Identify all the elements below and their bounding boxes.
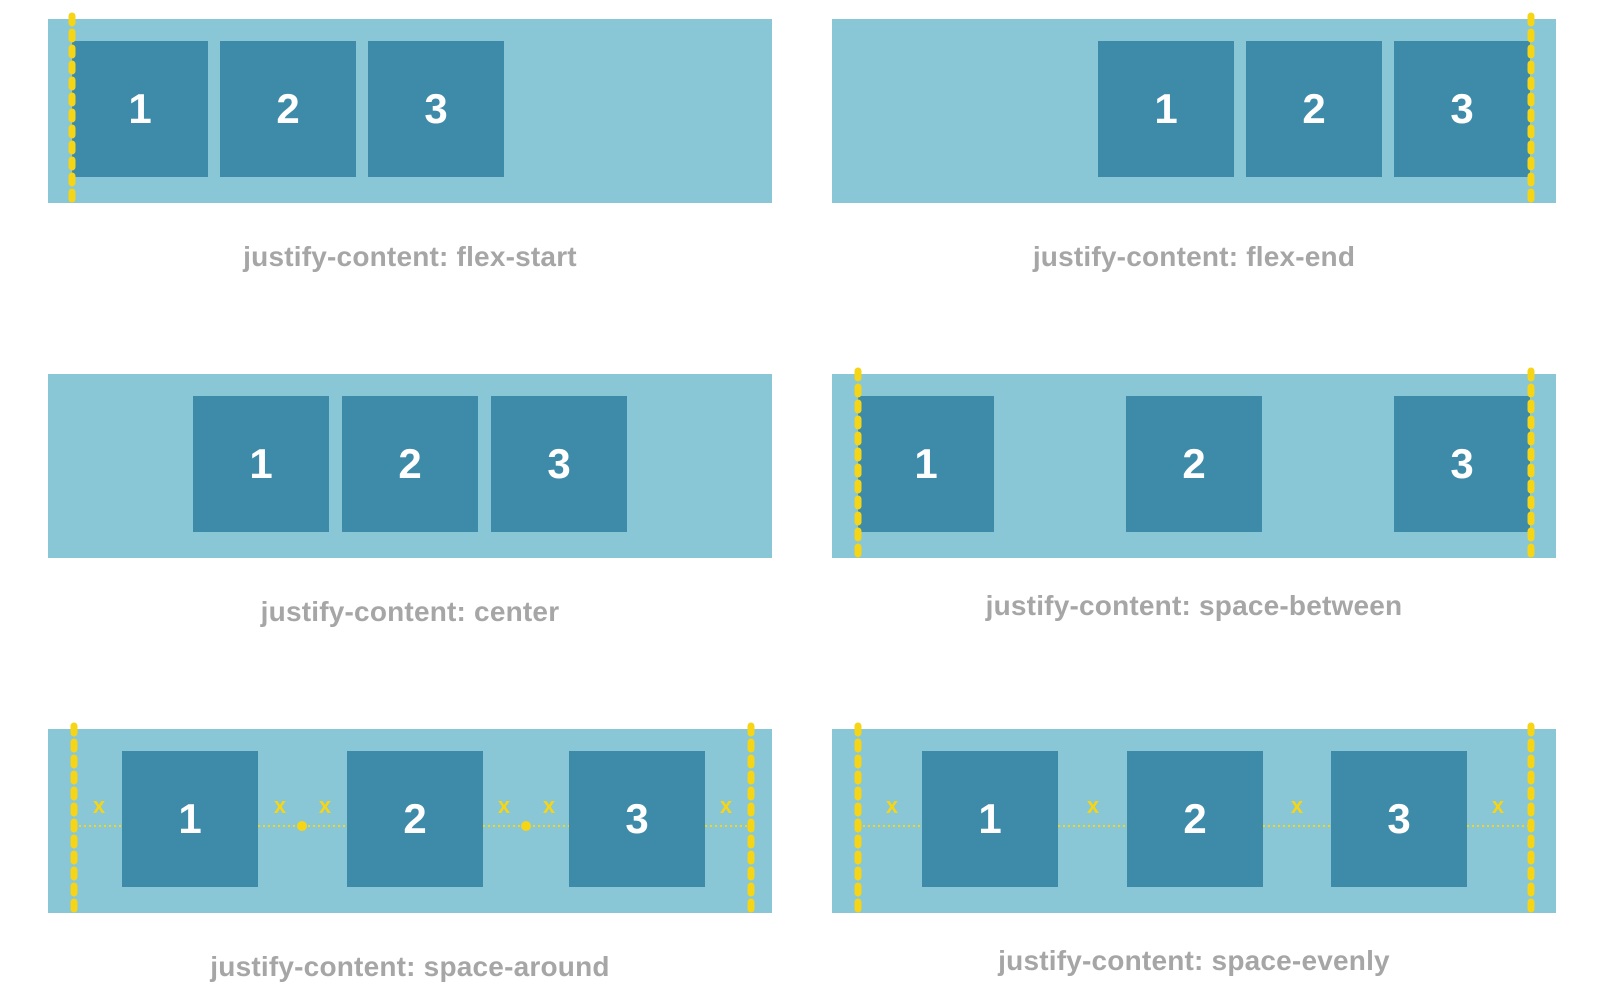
main-end-guide: [1527, 722, 1535, 920]
flex-container: 1 2 3: [832, 729, 1556, 913]
main-end-guide: [1527, 12, 1535, 210]
flex-container: 1 2 3: [48, 729, 772, 913]
flex-container: 1 2 3: [48, 19, 772, 203]
flex-item: 1: [72, 41, 208, 177]
flex-item: 3: [1394, 396, 1530, 532]
flex-item: 2: [1126, 396, 1262, 532]
gap-label: x: [319, 793, 332, 818]
flex-item: 2: [1246, 41, 1382, 177]
gap-label: x: [274, 793, 287, 818]
main-start-guide: [70, 722, 78, 920]
caption: justify-content: flex-end: [1032, 241, 1356, 272]
spacing-guides: x x x x x x: [74, 793, 751, 831]
main-start-guide: [68, 12, 76, 210]
caption: justify-content: space-around: [210, 951, 610, 982]
flex-item: 1: [1098, 41, 1234, 177]
flex-item: 1: [193, 396, 329, 532]
flex-item: 1: [922, 751, 1058, 887]
flex-item: 1: [858, 396, 994, 532]
gap-label: x: [1291, 793, 1304, 818]
main-start-guide: [854, 367, 862, 565]
spacing-midpoint-dot: [521, 821, 531, 831]
caption: justify-content: center: [260, 596, 560, 627]
main-end-guide: [1527, 367, 1535, 565]
flex-container: 1 2 3: [832, 374, 1556, 558]
gap-label: x: [886, 793, 899, 818]
flex-container: 1 2 3: [48, 374, 772, 558]
spacing-midpoint-dot: [297, 821, 307, 831]
flex-item: 3: [491, 396, 627, 532]
flex-item: 3: [1331, 751, 1467, 887]
gap-label: x: [93, 793, 106, 818]
gap-label: x: [543, 793, 556, 818]
caption: justify-content: space-between: [985, 590, 1403, 621]
main-start-guide: [854, 722, 862, 920]
gap-label: x: [498, 793, 511, 818]
gap-label: x: [1492, 793, 1505, 818]
caption: justify-content: space-evenly: [998, 945, 1390, 976]
flex-item: 3: [569, 751, 705, 887]
main-end-guide: [747, 722, 755, 920]
flex-container: 1 2 3: [832, 19, 1556, 203]
caption: justify-content: flex-start: [243, 241, 577, 272]
flex-item: 2: [1127, 751, 1263, 887]
flex-item: 2: [347, 751, 483, 887]
flex-item: 3: [368, 41, 504, 177]
flex-item: 2: [220, 41, 356, 177]
spacing-guides: x x x x: [858, 793, 1531, 827]
gap-label: x: [1087, 793, 1100, 818]
flex-item: 3: [1394, 41, 1530, 177]
gap-label: x: [720, 793, 733, 818]
flex-item: 2: [342, 396, 478, 532]
flex-item: 1: [122, 751, 258, 887]
